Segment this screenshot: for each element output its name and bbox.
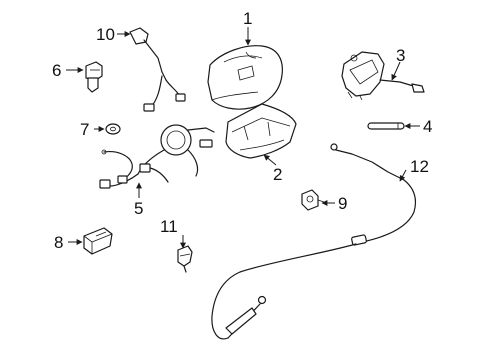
callout-2: 2	[273, 165, 282, 184]
callout-11: 11	[160, 217, 178, 236]
leader-2	[263, 154, 277, 166]
part-12-shift-cable[interactable]	[211, 143, 417, 340]
part-2-lower-shroud[interactable]	[225, 103, 297, 159]
part-1-upper-shroud[interactable]	[207, 45, 283, 110]
callout-7: 7	[80, 120, 89, 139]
part-3-multifunction-switch[interactable]	[341, 51, 425, 101]
leader-3	[391, 61, 401, 81]
part-10-lever-cable[interactable]	[129, 27, 186, 112]
part-8-module[interactable]	[83, 227, 113, 255]
callout-3: 3	[396, 46, 405, 65]
part-9-clip[interactable]	[301, 189, 325, 211]
callout-6: 6	[52, 61, 61, 80]
part-5-clockspring-harness[interactable]	[99, 124, 215, 189]
callout-4: 4	[423, 117, 432, 136]
leader-12	[399, 169, 407, 182]
part-11-sensor[interactable]	[177, 245, 193, 273]
callout-10: 10	[96, 25, 115, 44]
callout-8: 8	[54, 233, 63, 252]
callout-12: 12	[410, 157, 429, 176]
part-4-lever[interactable]	[367, 122, 405, 130]
part-7-washer[interactable]	[105, 123, 121, 135]
callout-9: 9	[338, 194, 347, 213]
callout-5: 5	[134, 199, 143, 218]
callout-1: 1	[243, 9, 252, 28]
part-6-ignition-switch[interactable]	[85, 61, 103, 93]
